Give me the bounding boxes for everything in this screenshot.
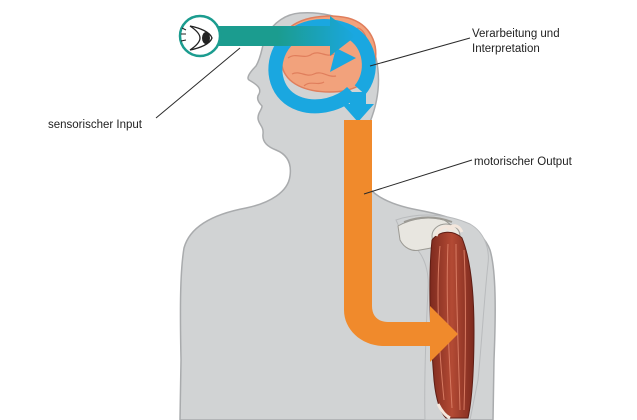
sensory-input-arrow: [214, 16, 356, 56]
motor-leader-line: [363, 159, 473, 195]
processing-text-line2: Interpretation: [472, 43, 540, 55]
eye-icon: [178, 14, 222, 58]
motor-output-arrow: [344, 120, 458, 362]
sensory-input-label: sensorischer Input: [48, 118, 142, 133]
collarbone: [403, 216, 453, 223]
processing-text-line1: Verarbeitung und: [472, 28, 560, 40]
processing-leader-line: [369, 37, 471, 67]
sensory-leader-line: [155, 47, 241, 119]
motor-output-text: motorischer Output: [474, 156, 572, 168]
processing-label: Verarbeitung und Interpretation: [472, 27, 560, 57]
sensory-input-text: sensorischer Input: [48, 119, 142, 131]
processing-loop-arrow: [268, 19, 376, 122]
motor-output-label: motorischer Output: [474, 155, 572, 170]
